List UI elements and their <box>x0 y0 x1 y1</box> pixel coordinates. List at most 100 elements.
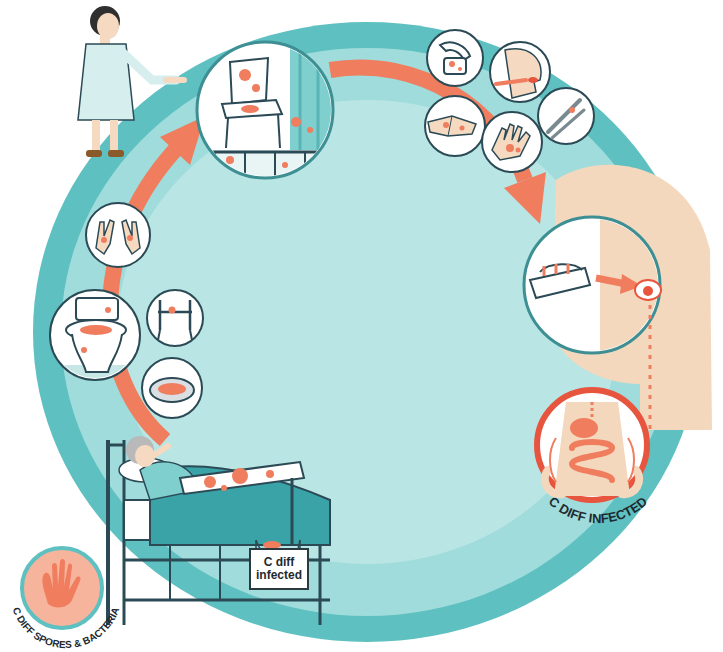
chair-circle-part-part <box>304 152 306 180</box>
phone-circle-part <box>444 58 466 74</box>
commode-circle-part <box>169 307 176 314</box>
nurse-figure-part <box>108 150 124 157</box>
infected-torso-part <box>545 470 562 494</box>
sign-chains-part <box>256 540 260 549</box>
hand-circle-part <box>506 144 514 152</box>
background-disk <box>33 22 701 642</box>
cycle-arrow-part <box>504 172 546 224</box>
chair-circle-part-part <box>278 114 280 148</box>
text-path-guide <box>10 580 122 648</box>
nurse-figure-part <box>122 52 176 80</box>
chair-circle-part-part <box>214 152 216 180</box>
toilet-circle-part-part <box>81 347 87 353</box>
toilet-circle-part-part <box>76 298 118 320</box>
head-figure-part-part <box>543 266 546 276</box>
patient-bed-part <box>221 485 227 491</box>
chair-circle-part-part <box>222 100 282 118</box>
hand-circle-part <box>516 148 521 153</box>
cutlery-circle-part <box>538 88 594 144</box>
phone-circle <box>427 30 483 86</box>
head-figure-part <box>643 286 653 296</box>
patient-bed <box>108 436 330 625</box>
face-circle-part <box>496 80 526 84</box>
nurse-figure-part <box>110 120 118 152</box>
nurse-figure-part <box>166 77 184 83</box>
sign-chains <box>256 540 300 549</box>
patient-bed-part <box>232 468 248 484</box>
face-circle-part <box>490 42 550 102</box>
chair-circle-part-part <box>282 162 288 168</box>
face-circle-part <box>505 49 541 98</box>
head-figure <box>524 165 712 430</box>
circle-caption-path: C DIFF INFECTED <box>546 494 650 526</box>
circle-caption: C DIFF SPORES & BACTERIA <box>11 606 122 650</box>
chair-circle-part <box>195 40 345 180</box>
head-figure-part-part <box>567 264 570 274</box>
toilet-circle-part-part <box>80 325 112 335</box>
head-figure-part-part <box>540 264 582 272</box>
chair-circle-part-part <box>195 151 345 154</box>
hands-circle-part <box>96 220 114 254</box>
chair-circle-part-part <box>226 118 228 148</box>
sign-text: C diff infected <box>251 556 307 582</box>
head-figure-part <box>530 215 666 360</box>
head-figure-part-part <box>600 215 666 360</box>
phone-circle-part <box>427 30 483 86</box>
bedpan-circle-part <box>158 383 186 395</box>
bedpan-circle-part <box>150 378 194 402</box>
circle-caption-path: C DIFF SPORES & BACTERIA <box>11 606 122 650</box>
toilet-circle-part <box>50 290 140 380</box>
hand-circle-part <box>482 112 542 172</box>
toilet-circle-part-part <box>72 334 122 372</box>
infected-torso-part <box>572 442 612 480</box>
head-figure-part-part <box>530 268 590 298</box>
handshake-circle <box>425 96 485 156</box>
patient-bed-part <box>204 476 216 488</box>
handshake-circle-part <box>425 96 485 156</box>
bedpan-circle-part <box>142 358 202 418</box>
hand-print <box>42 559 80 607</box>
spores-circle: C DIFF SPORES & BACTERIA <box>20 546 104 630</box>
head-figure-part <box>635 280 661 300</box>
chair-circle-part-part <box>244 152 246 180</box>
chair-circle-part-part <box>299 40 302 150</box>
patient-bed-part <box>108 444 124 447</box>
patient-bed-part <box>169 545 171 600</box>
head-figure-part <box>649 305 652 430</box>
patient-bed-part <box>106 440 110 625</box>
chair-circle-part-part <box>241 105 259 113</box>
chair-circle-part-part <box>274 152 276 180</box>
bedpan-circle <box>142 358 202 418</box>
toilet-circle-part-part <box>105 307 111 313</box>
infected-circle: C DIFF INFECTED <box>534 387 650 503</box>
infected-torso <box>545 402 639 496</box>
infected-torso-part <box>550 438 556 482</box>
handshake-circle-part <box>460 126 465 131</box>
hand-circle <box>482 112 542 172</box>
handshake-circle-part <box>428 116 476 136</box>
infected-torso-part <box>628 438 634 482</box>
hands-circle <box>86 203 150 267</box>
commode-circle-part <box>158 330 192 340</box>
patient-bed-part <box>219 545 221 600</box>
patient-bed-part <box>266 470 274 478</box>
nurse-figure <box>78 6 184 157</box>
cutlery-circle-part <box>569 107 575 113</box>
background-disk-part <box>33 22 701 642</box>
hands-circle-part <box>127 235 133 241</box>
patient-bed-part <box>124 599 330 602</box>
head-figure-part-part <box>555 264 558 274</box>
chair-circle-part-part <box>239 69 251 81</box>
background-disk-part <box>61 48 673 616</box>
chair-circle <box>195 40 345 180</box>
nurse-figure-part <box>92 120 100 152</box>
chair-circle-part-part <box>291 117 301 127</box>
cutlery-circle <box>538 88 594 144</box>
hand-print-part <box>42 559 80 607</box>
chair-circle-part-part <box>290 40 340 150</box>
phone-circle-part <box>458 67 462 71</box>
